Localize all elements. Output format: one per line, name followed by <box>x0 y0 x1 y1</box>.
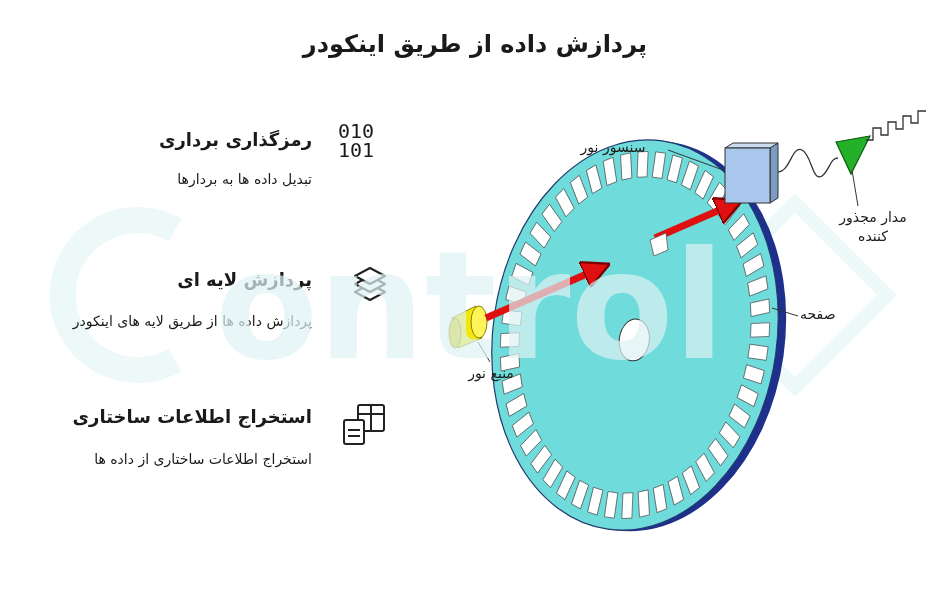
feature-heading: استخراج اطلاعات ساختاری <box>60 405 312 429</box>
binary-icon: 010 101 <box>338 122 384 160</box>
disk-slot <box>668 476 684 505</box>
disk-slot <box>748 276 768 296</box>
disk-slot <box>621 153 632 180</box>
disk-slot <box>681 161 698 190</box>
disk-slot <box>748 344 768 360</box>
disk-slot <box>737 233 758 258</box>
disk-slot <box>531 445 552 473</box>
disk-slot <box>728 214 749 241</box>
feature-description: تبدیل داده ها به بردارها <box>40 170 312 189</box>
disk-slot <box>570 175 587 204</box>
square-wave <box>866 111 926 140</box>
disk-slot <box>603 157 617 185</box>
disk-slot <box>638 490 649 517</box>
disk-slot <box>521 430 542 457</box>
disk-slot <box>750 299 769 317</box>
disk-slot <box>586 165 602 194</box>
disk-slot <box>667 155 682 183</box>
disk-slot <box>743 365 764 384</box>
title: پردازش داده از طریق اینکودر <box>0 28 950 60</box>
disk-slot <box>604 492 617 519</box>
squaring-circuit <box>836 136 870 174</box>
disk-slot <box>637 151 648 177</box>
disk-slot <box>743 254 764 277</box>
structure-icon <box>344 405 384 444</box>
disk-slot <box>719 422 740 448</box>
disk-slot <box>652 152 665 179</box>
disk-slot <box>506 394 527 417</box>
disk-slot <box>556 189 575 217</box>
part-label: سنسور نور <box>560 138 666 157</box>
disk-slot <box>695 170 714 199</box>
disk-slot <box>557 471 576 500</box>
part-label: مدار مجذور کننده <box>830 208 916 246</box>
disk-slot <box>751 323 770 337</box>
analog-signal <box>778 149 838 176</box>
disk-slot <box>588 487 603 515</box>
light-sensor <box>725 143 778 203</box>
disk-slot <box>682 466 699 495</box>
disk-slot <box>729 404 750 428</box>
part-label: صفحه <box>800 305 870 324</box>
feature-heading: رمزگذاری برداری <box>60 128 312 152</box>
disk-slot <box>572 480 589 509</box>
disk-slot <box>622 493 633 519</box>
feature-description: استخراج اطلاعات ساختاری از داده ها <box>20 450 312 469</box>
disk-slot <box>653 484 667 512</box>
disk-slot <box>708 438 728 465</box>
disk-slot <box>737 385 758 407</box>
disk-slot <box>543 459 563 488</box>
watermark: ontrol <box>150 205 790 408</box>
disk-slot <box>696 453 715 481</box>
disk-slot <box>512 412 533 437</box>
